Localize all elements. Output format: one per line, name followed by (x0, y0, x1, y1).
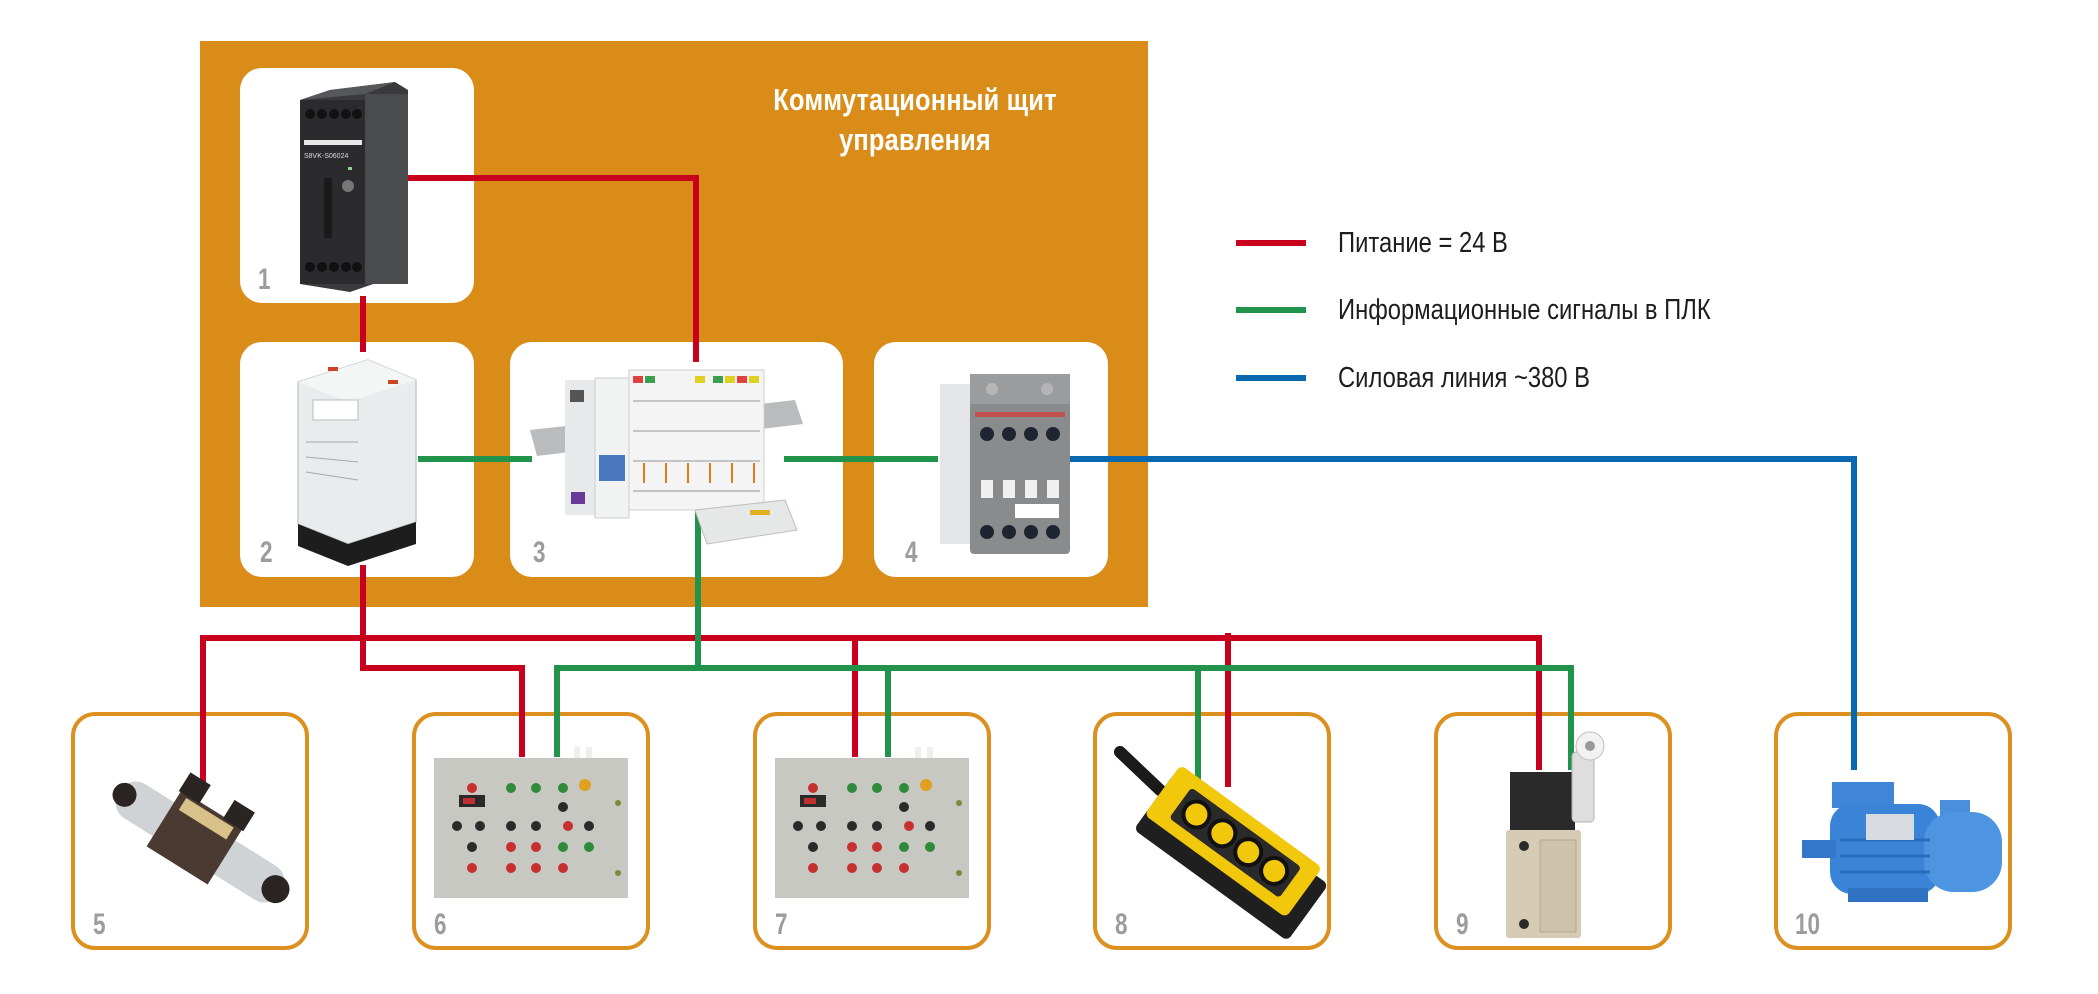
device-number-7: 7 (775, 908, 788, 941)
plc-io-modules (628, 369, 765, 511)
contactor-icon (940, 374, 1070, 554)
device-number-1: 1 (258, 263, 271, 296)
electric-motor-icon (1802, 782, 2002, 902)
limit-switch-icon (1506, 731, 1605, 938)
cabinet-title-line2: управления (839, 122, 991, 157)
device-number-3: 3 (533, 536, 546, 569)
legend-item-power: Питание = 24 В (1236, 223, 1508, 263)
power-supply-model: S8VK-S06024 (304, 153, 348, 160)
solenoid-valve-icon (112, 772, 290, 904)
legend-label-mains: Силовая линия ~380 В (1338, 361, 1590, 394)
cabinet-title-line1: Коммутационный щит (773, 82, 1057, 117)
control-panel-icon (434, 747, 628, 898)
legend-item-signal: Информационные сигналы в ПЛК (1236, 290, 1711, 330)
legend-swatch-power (1236, 240, 1306, 246)
relay-icon (297, 359, 417, 566)
legend-label-signal: Информационные сигналы в ПЛК (1338, 293, 1711, 326)
control-panel-icon (775, 747, 969, 898)
legend-item-mains: Силовая линия ~380 В (1236, 358, 1590, 398)
device-number-8: 8 (1115, 908, 1128, 941)
device-number-10: 10 (1795, 908, 1821, 941)
plc-icon (530, 369, 803, 545)
device-number-2: 2 (260, 536, 273, 569)
cabinet-title: Коммутационный щит управления (755, 80, 1075, 160)
power-supply-icon: S8VK-S06024 (300, 82, 408, 292)
legend-label-power: Питание = 24 В (1338, 226, 1508, 259)
device-number-9: 9 (1456, 908, 1469, 941)
legend-swatch-mains (1236, 375, 1306, 381)
pendant-control-icon (1114, 746, 1327, 939)
device-number-5: 5 (93, 908, 106, 941)
device-number-4: 4 (905, 536, 918, 569)
legend-swatch-signal (1236, 307, 1306, 313)
device-number-6: 6 (434, 908, 447, 941)
